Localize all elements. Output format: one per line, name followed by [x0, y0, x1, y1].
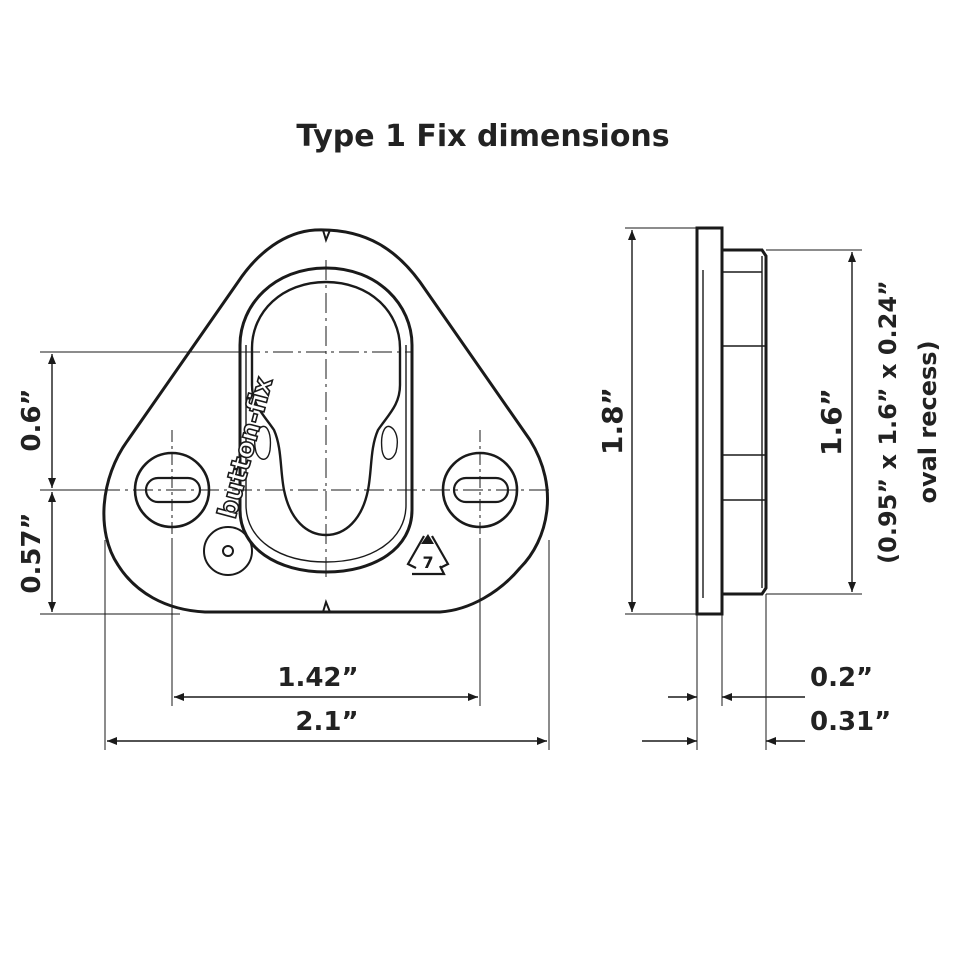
- front-dimensions: 0.6” 0.57” 1.42” 2.1”: [17, 351, 550, 750]
- side-view: [695, 226, 768, 616]
- left-slot: [253, 425, 272, 460]
- label-overall-height: 1.8”: [596, 387, 629, 455]
- fix-body-outline: [102, 228, 549, 614]
- front-view: button-fix 7: [100, 228, 550, 614]
- label-height-lower: 0.57”: [17, 512, 47, 593]
- label-recess-note-line1: (0.95” x 1.6” x 0.24”: [874, 280, 902, 564]
- label-flange-thickness: 0.2”: [810, 663, 873, 693]
- label-recess-note-line2: oval recess): [914, 340, 942, 503]
- brand-emboss: button-fix: [213, 374, 280, 522]
- bottom-notch: [322, 598, 331, 613]
- right-slot: [380, 425, 399, 460]
- recycling-code: 7: [422, 553, 433, 572]
- label-overall-width: 2.1”: [295, 707, 358, 737]
- label-hole-spacing: 1.42”: [277, 663, 358, 693]
- side-dimensions: 1.8” 1.6” (0.95” x 1.6” x 0.24” oval rec…: [596, 227, 942, 750]
- location-dot: [203, 526, 253, 576]
- recycling-icon: 7: [406, 534, 450, 576]
- side-flange: [695, 226, 724, 616]
- diagram-title: Type 1 Fix dimensions: [296, 119, 669, 154]
- side-boss: [722, 248, 768, 596]
- label-height-upper: 0.6”: [17, 388, 47, 451]
- top-notch: [322, 229, 331, 244]
- label-total-thickness: 0.31”: [810, 707, 891, 737]
- label-recess-length: 1.6”: [815, 388, 848, 456]
